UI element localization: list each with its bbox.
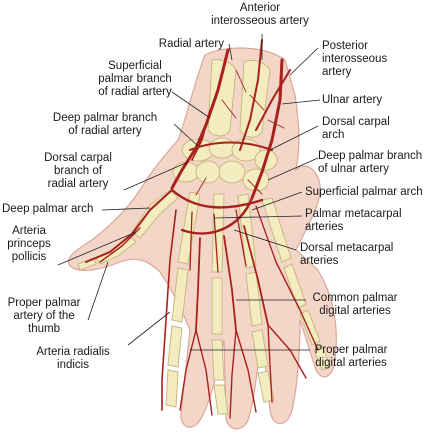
label-posterior-interosseous-artery: Posterior interosseous artery [322,40,388,78]
hand-outline [67,47,337,430]
label-superficial-palmar-branch-of-radial-artery: Superficial palmar branch of radial arte… [98,60,172,98]
label-dorsal-metacarpal-arteries: Dorsal metacarpal arteries [300,242,394,267]
label-proper-palmar-artery-of-the-thumb: Proper palmar artery of the thumb [7,297,81,335]
leader-lines [57,34,321,351]
label-dorsal-carpal-branch-of-radial-artery: Dorsal carpal branch of radial artery [44,152,112,190]
label-deep-palmar-arch: Deep palmar arch [2,203,94,215]
label-deep-palmar-branch-of-ulnar-artery: Deep palmar branch of ulnar artery [318,150,423,175]
label-arteria-radialis-indicis: Arteria radialis indicis [36,346,110,371]
arteries [85,39,319,419]
label-arteria-princeps-pollicis: Arteria princeps pollicis [7,225,51,263]
label-proper-palmar-digital-arteries: Proper palmar digital arteries [314,344,388,369]
label-deep-palmar-branch-of-radial-artery: Deep palmar branch of radial artery [52,112,158,137]
label-ulnar-artery: Ulnar artery [322,94,383,106]
label-radial-artery: Radial artery [158,38,224,50]
label-dorsal-carpal-arch: Dorsal carpal arch [322,116,390,141]
label-anterior-interosseous-artery: Anterior interosseous artery [211,2,309,27]
label-superficial-palmar-arch: Superficial palmar arch [305,186,423,198]
label-palmar-metacarpal-arteries: Palmar metacarpal arteries [305,208,402,233]
label-common-palmar-digital-arteries: Common palmar digital arteries [312,292,398,317]
